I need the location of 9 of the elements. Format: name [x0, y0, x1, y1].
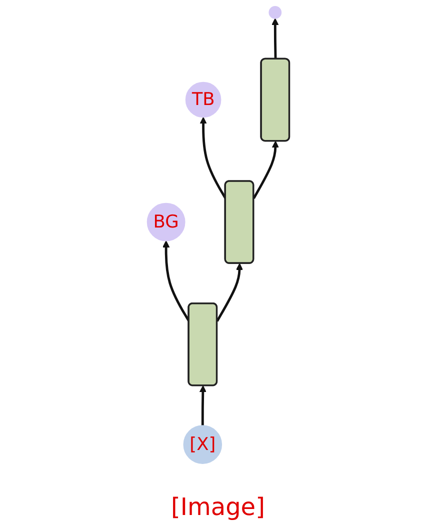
- arrow: [216, 263, 243, 322]
- node-circle: TB: [185, 82, 221, 118]
- node-circle: BG: [146, 202, 186, 242]
- arrow: [271, 18, 278, 60]
- node-circle: [268, 6, 282, 19]
- arrow: [199, 385, 206, 426]
- node-circle: [X]: [182, 425, 222, 464]
- arrow: [252, 140, 279, 199]
- note-text: [Image]: [171, 493, 265, 521]
